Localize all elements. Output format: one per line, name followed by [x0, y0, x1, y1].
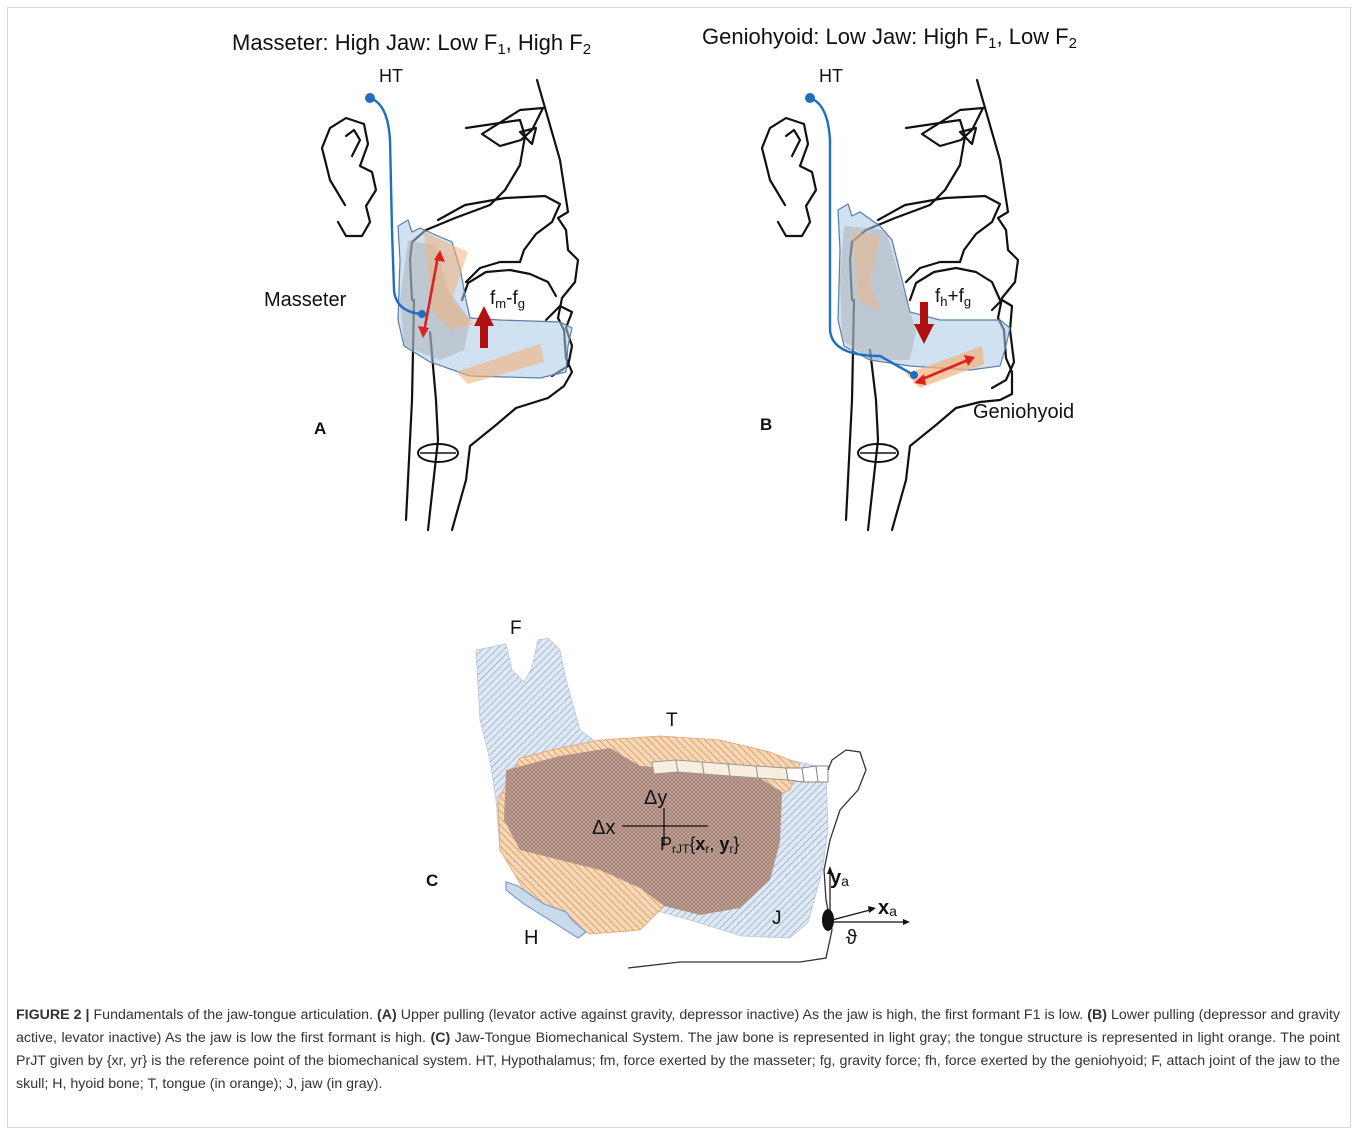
panel-b-title: Geniohyoid: Low Jaw: High F1, Low F2: [702, 24, 1077, 52]
ht-label-b: HT: [819, 66, 843, 86]
reference-point-label: PrJT{xr, yr}: [660, 834, 739, 856]
force-label-a: fm-fg: [490, 288, 525, 311]
caption-figure-label: FIGURE 2 |: [16, 1007, 90, 1023]
xa-label: xa: [878, 897, 897, 919]
delta-x-label: Δx: [592, 817, 615, 839]
panel-c: F T H J Δy Δx PrJT{xr, yr} ya xa ϑ C: [426, 618, 910, 968]
caption-b-tag: (B): [1087, 1007, 1107, 1023]
masseter-label: Masseter: [264, 289, 347, 311]
figure-artwork: Masseter: High Jaw: Low F1, High F2: [0, 0, 1360, 1000]
caption-a-tag: (A): [377, 1007, 397, 1023]
force-label-b: fh+fg: [935, 286, 971, 309]
caption-intro: Fundamentals of the jaw-tongue articulat…: [90, 1007, 378, 1023]
theta-label: ϑ: [846, 927, 857, 949]
label-h: H: [524, 927, 538, 949]
caption-c-tag: (C): [430, 1030, 450, 1046]
label-t: T: [666, 710, 678, 731]
panel-a: Masseter: High Jaw: Low F1, High F2: [232, 30, 591, 530]
panel-letter-b: B: [760, 415, 772, 434]
ya-label: ya: [830, 867, 849, 889]
ear-a: [322, 118, 376, 236]
panel-letter-c: C: [426, 871, 438, 890]
label-j: J: [772, 908, 782, 929]
caption-a-text: Upper pulling (levator active against gr…: [397, 1007, 1088, 1023]
ht-label-a: HT: [379, 66, 403, 86]
panel-a-title: Masseter: High Jaw: Low F1, High F2: [232, 30, 591, 58]
geniohyoid-label: Geniohyoid: [973, 401, 1074, 423]
figure-caption: FIGURE 2 | Fundamentals of the jaw-tongu…: [16, 1004, 1340, 1096]
delta-y-label: Δy: [644, 787, 667, 809]
panel-b: Geniohyoid: Low Jaw: High F1, Low F2: [702, 24, 1077, 530]
panel-letter-a: A: [314, 419, 326, 438]
label-f: F: [510, 618, 522, 639]
